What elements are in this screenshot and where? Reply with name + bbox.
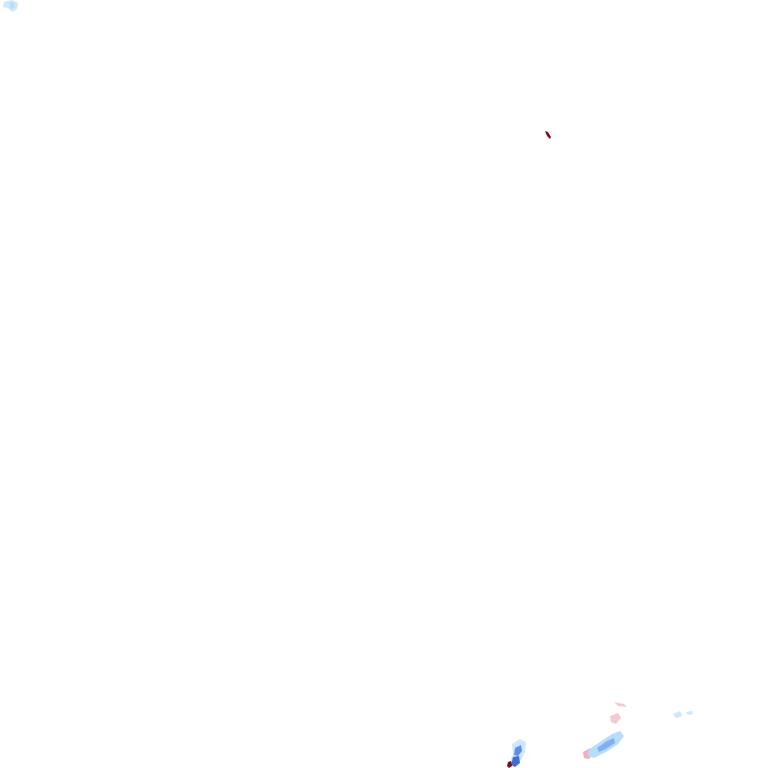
echo-cell [507, 761, 512, 768]
echo-speck-upper [545, 131, 551, 139]
echo-band [686, 711, 693, 715]
echo-cell [511, 756, 520, 767]
echo-streak [610, 713, 621, 724]
echo-bottom-pink [520, 702, 627, 759]
echo-cell [514, 745, 522, 756]
echo-bottom-left-cluster [507, 739, 526, 768]
echo-band [597, 738, 615, 752]
echo-blob [9, 2, 15, 9]
echo-band [673, 711, 682, 718]
echo-streak [614, 702, 627, 707]
echo-top-left [3, 0, 18, 12]
echo-speck [545, 131, 551, 139]
echo-bottom-blue [588, 711, 693, 758]
